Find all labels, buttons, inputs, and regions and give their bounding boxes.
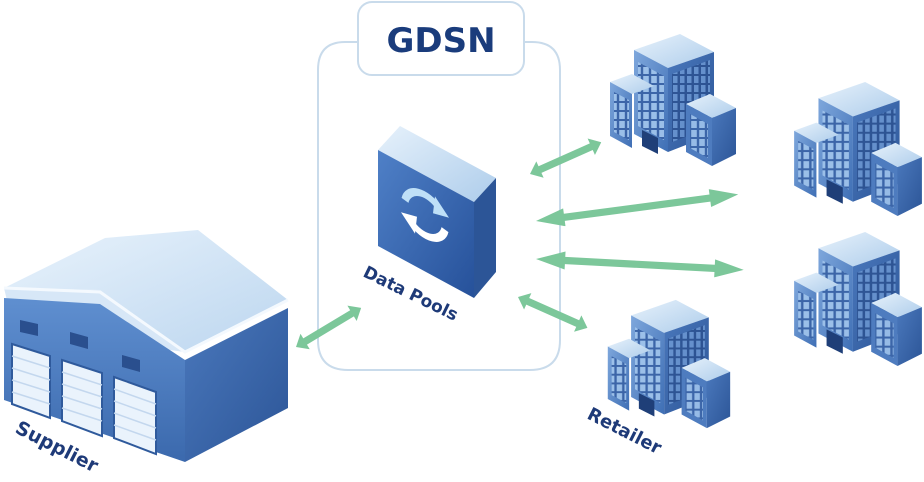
- garage-doors: [11, 342, 157, 456]
- office-building-icon: [610, 34, 736, 166]
- office-building-icon: [607, 299, 731, 429]
- office-building-icon: [794, 232, 922, 366]
- arrow-datapools-retailer-3: [535, 250, 745, 279]
- arrow-datapools-retailer-2: [534, 185, 740, 230]
- data-pool-icon: [378, 126, 496, 298]
- double-arrow-icon: [535, 250, 745, 279]
- warehouse-icon: [3, 230, 289, 462]
- gdsn-title-box: GDSN: [357, 1, 525, 76]
- sync-icon: [401, 188, 449, 242]
- office-building-icon: [794, 82, 922, 216]
- double-arrow-icon: [534, 185, 740, 230]
- arrow-datapools-retailer-1: [526, 134, 605, 183]
- arrow-datapools-retailer-4: [514, 288, 592, 337]
- gdsn-boundary: [317, 41, 561, 371]
- double-arrow-icon: [526, 134, 605, 183]
- arrow-supplier-datapools: [291, 300, 366, 355]
- gdsn-title: GDSN: [386, 21, 495, 61]
- double-arrow-icon: [514, 288, 592, 337]
- double-arrow-icon: [291, 300, 366, 355]
